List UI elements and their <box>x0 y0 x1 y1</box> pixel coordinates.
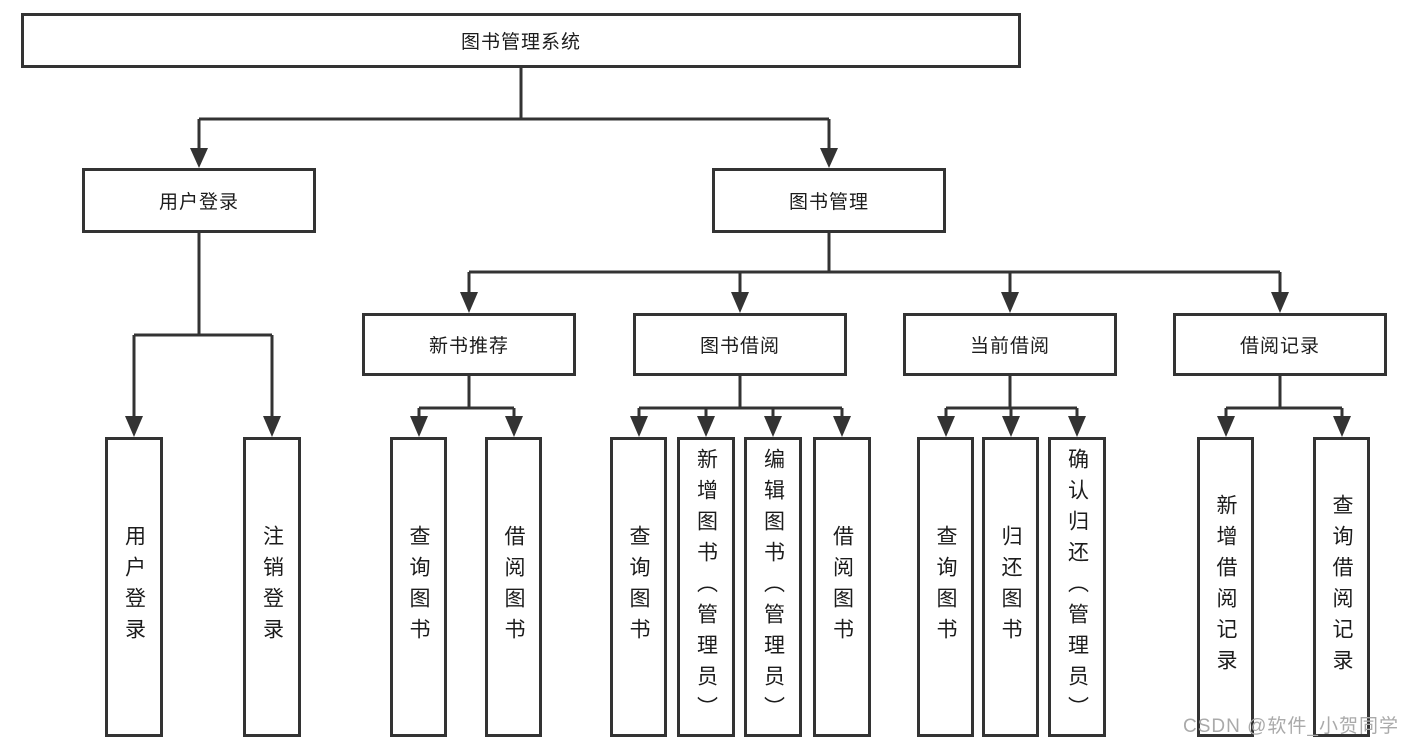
leaf-add-borrow-record: 新增借阅记录 <box>1197 437 1254 737</box>
leaf-query-borrow-record: 查询借阅记录 <box>1313 437 1370 737</box>
leaf-edit-books-admin: 编辑图书（管理员） <box>744 437 802 737</box>
leaf-return-books: 归还图书 <box>982 437 1039 737</box>
leaf-borrow-books-borrowing: 借阅图书 <box>813 437 871 737</box>
leaf-user-login: 用户登录 <box>105 437 163 737</box>
arrowheads <box>125 148 1351 437</box>
node-book-management: 图书管理 <box>712 168 946 233</box>
leaf-logout: 注销登录 <box>243 437 301 737</box>
leaf-query-books-borrowing: 查询图书 <box>610 437 667 737</box>
node-book-borrowing: 图书借阅 <box>633 313 847 376</box>
node-borrowing-records: 借阅记录 <box>1173 313 1387 376</box>
leaf-query-books-recommendation: 查询图书 <box>390 437 447 737</box>
connector-paths <box>132 68 1344 418</box>
node-current-borrowing: 当前借阅 <box>903 313 1117 376</box>
leaf-borrow-books-recommendation: 借阅图书 <box>485 437 542 737</box>
leaf-confirm-return-admin: 确认归还（管理员） <box>1048 437 1106 737</box>
node-user-login: 用户登录 <box>82 168 316 233</box>
leaf-query-books-current: 查询图书 <box>917 437 974 737</box>
node-library-management-system: 图书管理系统 <box>21 13 1021 68</box>
leaf-add-books-admin: 新增图书（管理员） <box>677 437 735 737</box>
node-new-book-recommendation: 新书推荐 <box>362 313 576 376</box>
csdn-watermark: CSDN @软件_小贺同学 <box>1183 716 1399 737</box>
